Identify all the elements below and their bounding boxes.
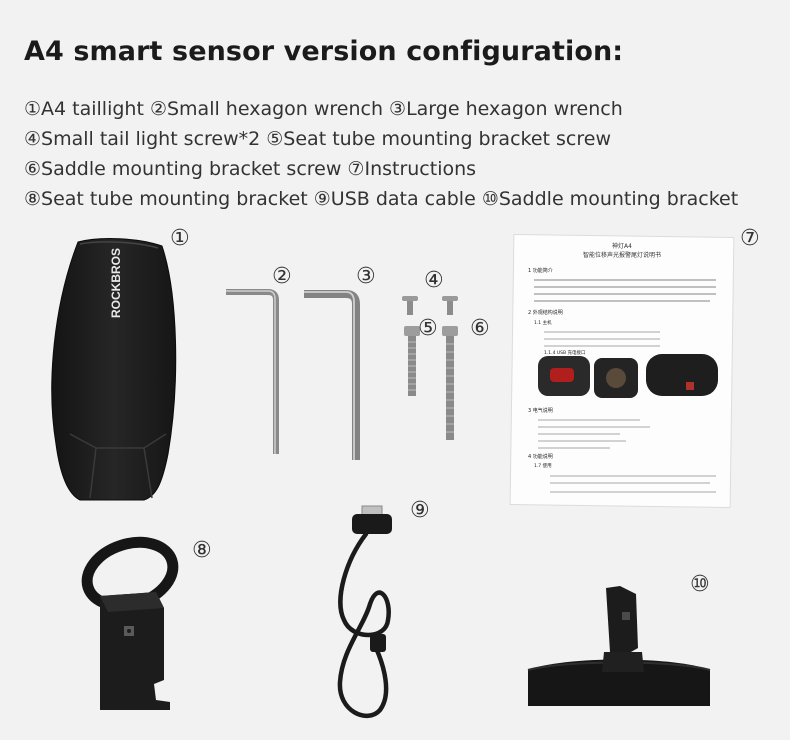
saddle-screw bbox=[442, 326, 458, 440]
contents-line-2: ④Small tail light screw*2 ⑤Seat tube mou… bbox=[24, 128, 611, 150]
saddle-bracket-image bbox=[527, 586, 711, 706]
taillight-brand-label: ROCKBROS bbox=[109, 248, 123, 318]
marker-seat-tube-screw: ⑤ bbox=[418, 316, 438, 341]
manual-title-1: 神灯A4 bbox=[612, 242, 632, 250]
small-screw-2 bbox=[442, 296, 458, 315]
marker-usb-cable: ⑨ bbox=[410, 498, 430, 523]
contents-line-3: ⑥Saddle mounting bracket screw ⑦Instruct… bbox=[24, 158, 477, 180]
marker-saddle-bracket: ⑩ bbox=[690, 572, 710, 597]
instructions-image: 神灯A4 智能位移声光报警尾灯说明书 1 功能简介 2 外观结构说明 1.1 主… bbox=[509, 233, 735, 509]
manual-section-1: 1 功能简介 bbox=[528, 267, 553, 274]
manual-item-usage: 1.7 使用 bbox=[534, 462, 552, 469]
marker-saddle-screw: ⑥ bbox=[470, 316, 490, 341]
marker-small-screw: ④ bbox=[424, 268, 444, 293]
small-hex-wrench-image bbox=[226, 289, 279, 454]
marker-instructions: ⑦ bbox=[740, 226, 760, 251]
manual-title-2: 智能位移声光报警尾灯说明书 bbox=[583, 251, 661, 259]
page-title: A4 smart sensor version configuration: bbox=[24, 36, 624, 67]
marker-small-wrench: ② bbox=[272, 264, 292, 289]
manual-section-2: 2 外观结构说明 bbox=[528, 309, 563, 316]
marker-seat-tube-bracket: ⑧ bbox=[192, 538, 212, 563]
marker-taillight: ① bbox=[170, 226, 190, 251]
small-screw-1 bbox=[402, 296, 418, 315]
marker-large-wrench: ③ bbox=[356, 264, 376, 289]
small-screws-image bbox=[402, 296, 458, 315]
taillight-image: ROCKBROS bbox=[51, 238, 177, 501]
seat-tube-screw bbox=[404, 326, 420, 396]
manual-item-main: 1.1 主机 bbox=[534, 319, 552, 326]
manual-item-usb: 1.1.4 USB 充电接口 bbox=[544, 349, 586, 356]
contents-line-1: ①A4 taillight ②Small hexagon wrench ③Lar… bbox=[24, 98, 623, 120]
package-contents-list: ①A4 taillight ②Small hexagon wrench ③Lar… bbox=[24, 94, 790, 214]
manual-section-4: 4 功能说明 bbox=[528, 453, 553, 460]
contents-line-4: ⑧Seat tube mounting bracket ⑨USB data ca… bbox=[24, 188, 739, 210]
long-screws-image bbox=[404, 326, 458, 440]
manual-section-3: 3 电气说明 bbox=[528, 407, 553, 414]
manual-product-photos bbox=[538, 354, 718, 398]
large-hex-wrench-image bbox=[304, 290, 360, 460]
seat-tube-bracket-image bbox=[81, 536, 179, 710]
usb-cable-image bbox=[337, 505, 392, 718]
